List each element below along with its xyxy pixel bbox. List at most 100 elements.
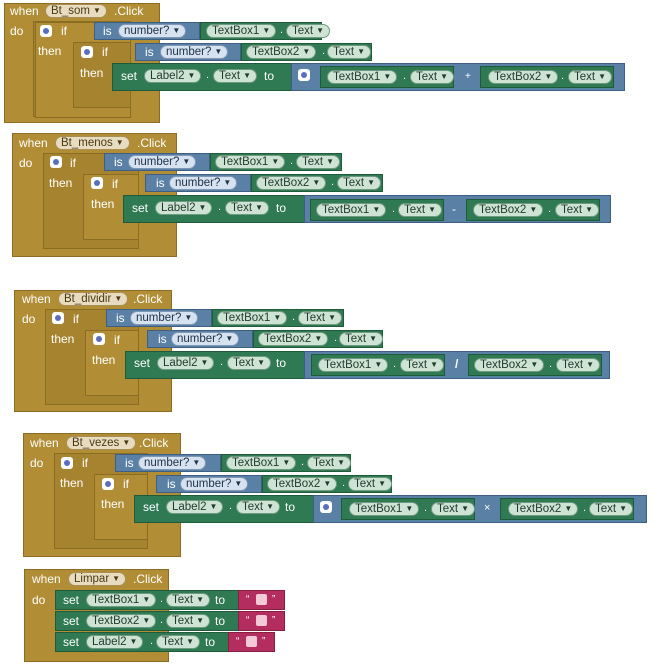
textbox2-dropdown[interactable]: TextBox2▼ (474, 358, 545, 372)
click-event-label: .Click (114, 4, 144, 18)
textbox1-dropdown[interactable]: TextBox1▼ (217, 311, 288, 325)
text-property-dropdown[interactable]: Text▼ (298, 311, 343, 325)
when-label: when (19, 136, 48, 150)
label2-dropdown[interactable]: Label2▼ (166, 500, 224, 514)
text-property-dropdown[interactable]: Text▼ (225, 201, 270, 215)
number-check-dropdown[interactable]: number?▼ (171, 332, 240, 346)
when-label: when (32, 572, 61, 586)
text-property-dropdown[interactable]: Text▼ (213, 69, 258, 83)
textbox2-dropdown[interactable]: TextBox2▼ (246, 45, 317, 59)
then-label: then (51, 332, 75, 346)
number-check-dropdown[interactable]: number?▼ (169, 176, 238, 190)
set-label: set (63, 635, 80, 649)
operator-times[interactable]: × (484, 502, 491, 514)
text-property-dropdown[interactable]: Text▼ (156, 635, 201, 649)
textbox2-dropdown[interactable]: TextBox2▼ (86, 614, 157, 628)
bt-dividir-component-dropdown[interactable]: Bt_dividir▼ (58, 292, 129, 306)
mutator-gear-icon[interactable] (61, 457, 73, 469)
text-property-dropdown[interactable]: Text▼ (296, 155, 341, 169)
textbox1-dropdown[interactable]: TextBox1▼ (226, 456, 297, 470)
text-property-dropdown[interactable]: Text▼ (410, 70, 455, 84)
label2-dropdown[interactable]: Label2▼ (144, 69, 202, 83)
text-property-dropdown[interactable]: Text▼ (166, 593, 211, 607)
number-check-dropdown[interactable]: number?▼ (160, 45, 229, 59)
empty-string-field[interactable] (246, 636, 257, 647)
label2-dropdown[interactable]: Label2▼ (157, 356, 215, 370)
mutator-gear-icon[interactable] (91, 177, 103, 189)
text-property-dropdown[interactable]: Text▼ (236, 500, 281, 514)
operator-minus[interactable]: - (452, 202, 456, 216)
text-property-dropdown[interactable]: Text▼ (166, 614, 211, 628)
textbox2-dropdown[interactable]: TextBox2▼ (473, 203, 544, 217)
mutator-gear-icon[interactable] (81, 46, 93, 58)
if-label: if (82, 456, 88, 470)
textbox1-dropdown[interactable]: TextBox1▼ (318, 358, 389, 372)
to-label: to (276, 201, 287, 215)
text-property-dropdown[interactable]: Text▼ (568, 70, 613, 84)
textbox2-dropdown[interactable]: TextBox2▼ (508, 502, 579, 516)
to-label: to (215, 614, 226, 628)
text-property-dropdown[interactable]: Text▼ (327, 45, 372, 59)
bt-som-component-dropdown[interactable]: Bt_som▼ (45, 4, 107, 18)
click-event-label: .Click (139, 436, 169, 450)
is-label: is (116, 311, 125, 325)
mutator-gear-icon[interactable] (52, 312, 64, 324)
text-property-dropdown[interactable]: Text▼ (398, 203, 443, 217)
operator-divide[interactable]: / (455, 357, 459, 371)
set-label2-text-block[interactable] (134, 495, 314, 523)
then-label: then (91, 197, 115, 211)
textbox2-dropdown[interactable]: TextBox2▼ (258, 332, 329, 346)
textbox1-dropdown[interactable]: TextBox1▼ (316, 203, 387, 217)
textbox2-dropdown[interactable]: TextBox2▼ (267, 477, 338, 491)
mutator-gear-icon[interactable] (320, 501, 332, 513)
mutator-gear-icon[interactable] (93, 333, 105, 345)
number-check-dropdown[interactable]: number?▼ (180, 477, 249, 491)
textbox2-dropdown[interactable]: TextBox2▼ (256, 176, 327, 190)
number-check-dropdown[interactable]: number?▼ (130, 311, 199, 325)
operator-plus[interactable]: + (465, 71, 471, 82)
text-property-dropdown[interactable]: Text▼ (589, 502, 634, 516)
set-label2-text-block[interactable] (125, 351, 305, 379)
click-event-label: .Click (137, 136, 167, 150)
then-label: then (38, 44, 62, 58)
text-property-dropdown[interactable]: Text▼ (337, 176, 382, 190)
text-property-dropdown[interactable]: Text▼ (286, 24, 331, 38)
bt-vezes-component-dropdown[interactable]: Bt_vezes▼ (66, 436, 137, 450)
text-property-dropdown[interactable]: Text▼ (555, 203, 600, 217)
if-label: if (114, 333, 120, 347)
textbox1-dropdown[interactable]: TextBox1▼ (349, 502, 420, 516)
label2-dropdown[interactable]: Label2▼ (155, 201, 213, 215)
text-property-dropdown[interactable]: Text▼ (431, 502, 476, 516)
text-property-dropdown[interactable]: Text▼ (227, 356, 272, 370)
textbox1-dropdown[interactable]: TextBox1▼ (86, 593, 157, 607)
mutator-gear-icon[interactable] (298, 69, 310, 81)
to-label: to (285, 500, 296, 514)
set-label2-text-block[interactable] (112, 63, 292, 91)
empty-string-field[interactable] (256, 594, 267, 605)
text-property-dropdown[interactable]: Text▼ (348, 477, 393, 491)
if-label: if (61, 24, 67, 38)
textbox2-dropdown[interactable]: TextBox2▼ (488, 70, 559, 84)
label2-dropdown[interactable]: Label2▼ (86, 635, 144, 649)
set-label: set (121, 69, 138, 83)
then-label: then (60, 476, 84, 490)
textbox1-dropdown[interactable]: TextBox1▼ (206, 24, 277, 38)
textbox1-dropdown[interactable]: TextBox1▼ (215, 155, 286, 169)
to-label: to (264, 69, 275, 83)
empty-string-field[interactable] (256, 615, 267, 626)
limpar-component-dropdown[interactable]: Limpar▼ (68, 572, 127, 586)
mutator-gear-icon[interactable] (40, 25, 52, 37)
textbox1-dropdown[interactable]: TextBox1▼ (327, 70, 398, 84)
number-check-dropdown[interactable]: number?▼ (118, 24, 187, 38)
text-property-dropdown[interactable]: Text▼ (339, 332, 384, 346)
bt-menos-component-dropdown[interactable]: Bt_menos▼ (55, 136, 130, 150)
text-property-dropdown[interactable]: Text▼ (307, 456, 352, 470)
text-property-dropdown[interactable]: Text▼ (556, 358, 601, 372)
mutator-gear-icon[interactable] (50, 156, 62, 168)
number-check-dropdown[interactable]: number?▼ (138, 456, 207, 470)
when-label: when (22, 292, 51, 306)
text-property-dropdown[interactable]: Text▼ (400, 358, 445, 372)
number-check-dropdown[interactable]: number?▼ (128, 155, 197, 169)
mutator-gear-icon[interactable] (102, 478, 114, 490)
